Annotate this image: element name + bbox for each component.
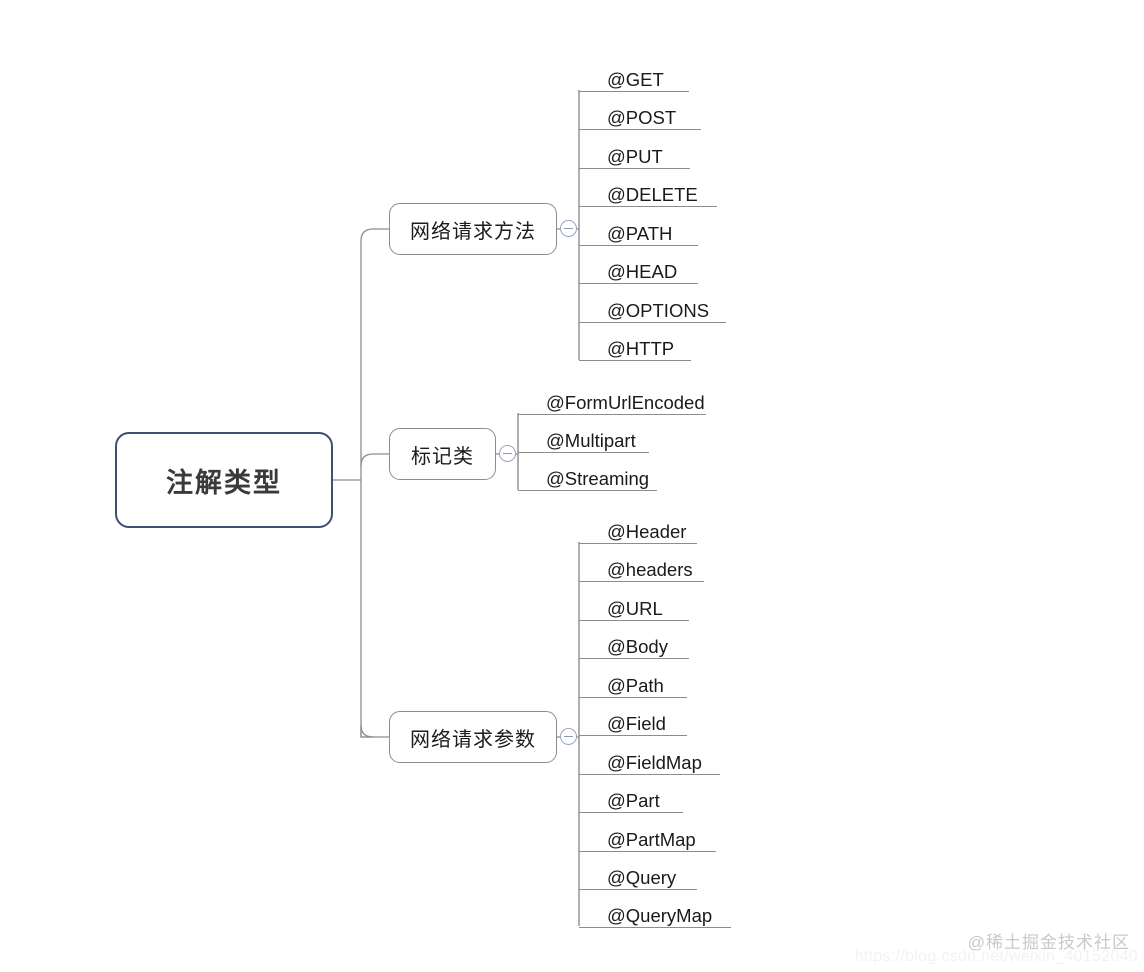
leaf-node[interactable]: @URL: [579, 589, 689, 621]
leaf-node-label: @QueryMap: [607, 904, 713, 926]
leaf-node[interactable]: @DELETE: [579, 175, 717, 207]
leaf-node[interactable]: @GET: [579, 60, 689, 92]
leaf-node-label: @URL: [607, 597, 663, 619]
leaf-node[interactable]: @QueryMap: [579, 896, 731, 928]
leaf-node-label: @PUT: [607, 145, 663, 167]
leaf-node-label: @PATH: [607, 222, 673, 244]
leaf-node[interactable]: @PATH: [579, 214, 698, 246]
leaf-node-label: @Path: [607, 674, 664, 696]
leaf-node[interactable]: @PUT: [579, 137, 690, 169]
collapse-minus-icon[interactable]: [560, 220, 577, 237]
leaf-node-label: @PartMap: [607, 828, 696, 850]
leaf-node-label: @Multipart: [546, 429, 636, 451]
branch-node-marker-annotations[interactable]: 标记类: [389, 428, 496, 480]
leaf-node[interactable]: @Part: [579, 781, 683, 813]
leaf-node-label: @GET: [607, 68, 664, 90]
root-node[interactable]: 注解类型: [115, 432, 333, 528]
leaf-node[interactable]: @POST: [579, 98, 701, 130]
branch-node-label: 标记类: [411, 445, 474, 468]
leaf-node-label: @headers: [607, 558, 693, 580]
leaf-node-label: @DELETE: [607, 183, 698, 205]
leaf-node-label: @POST: [607, 106, 677, 128]
leaf-node[interactable]: @PartMap: [579, 820, 716, 852]
watermark-url: https://blog.csdn.net/weixin_40152040: [854, 948, 1138, 965]
branch-node-label: 网络请求参数: [410, 728, 536, 751]
branch-node-label: 网络请求方法: [410, 220, 536, 243]
leaf-node[interactable]: @Multipart: [518, 421, 649, 453]
leaf-node-label: @Part: [607, 789, 660, 811]
leaf-node-label: @FieldMap: [607, 751, 702, 773]
leaf-node-label: @Header: [607, 520, 687, 542]
collapse-minus-icon[interactable]: [560, 728, 577, 745]
leaf-node-label: @HEAD: [607, 260, 678, 282]
leaf-node[interactable]: @Field: [579, 704, 687, 736]
leaf-node-label: @Body: [607, 635, 668, 657]
leaf-node-label: @HTTP: [607, 337, 675, 359]
leaf-node[interactable]: @Streaming: [518, 459, 657, 491]
watermark-community: @稀土掘金技术社区: [967, 933, 1130, 952]
leaf-node[interactable]: @Body: [579, 627, 689, 659]
branch-node-network-request-methods[interactable]: 网络请求方法: [389, 203, 557, 255]
leaf-node[interactable]: @OPTIONS: [579, 291, 726, 323]
root-node-label: 注解类型: [166, 467, 282, 498]
collapse-minus-icon[interactable]: [499, 445, 516, 462]
leaf-node[interactable]: @Query: [579, 858, 697, 890]
leaf-node-label: @FormUrlEncoded: [546, 391, 705, 413]
leaf-node[interactable]: @HEAD: [579, 252, 698, 284]
leaf-node[interactable]: @HTTP: [579, 329, 691, 361]
branch-node-network-request-parameters[interactable]: 网络请求参数: [389, 711, 557, 763]
leaf-node[interactable]: @Header: [579, 512, 697, 544]
leaf-node-label: @OPTIONS: [607, 299, 710, 321]
leaf-node[interactable]: @FieldMap: [579, 743, 720, 775]
leaf-node[interactable]: @FormUrlEncoded: [518, 383, 706, 415]
leaf-node-label: @Field: [607, 712, 666, 734]
leaf-node-label: @Streaming: [546, 467, 650, 489]
leaf-node[interactable]: @headers: [579, 550, 704, 582]
leaf-node[interactable]: @Path: [579, 666, 687, 698]
leaf-node-label: @Query: [607, 866, 677, 888]
